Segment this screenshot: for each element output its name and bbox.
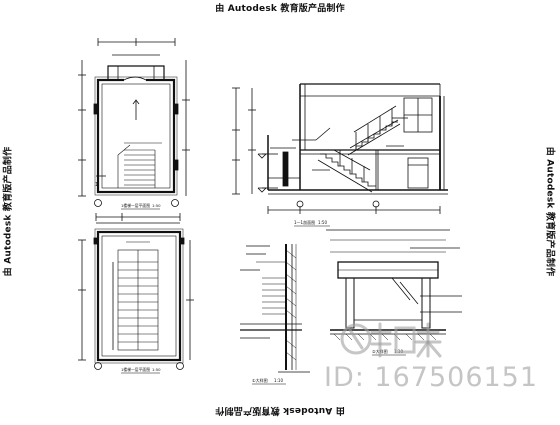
section-title: 1—1剖面图 [294, 219, 315, 225]
autodesk-stamp-left: 由 Autodesk 教育版产品制作 [3, 146, 14, 277]
watermark-logo-icon [340, 322, 442, 358]
stair-plan-lower: 1楼梯一层平面图 1:50 [78, 213, 194, 374]
watermark-id: ID: 167506151 [324, 362, 539, 393]
detail-left-scale: 1:10 [274, 378, 283, 383]
autodesk-stamp-bottom: 由 Autodesk 教育版产品制作 [215, 405, 345, 415]
autodesk-stamp-top: 由 Autodesk 教育版产品制作 [215, 4, 345, 14]
plan-lower-scale: 1:50 [152, 367, 161, 372]
detail-left: ①大样图 1:10 [240, 244, 310, 385]
svg-text:1: 1 [95, 182, 98, 188]
stair-plan-upper: 1 1楼梯一层平面图 1:50 [78, 38, 190, 210]
plan-upper-scale: 1:50 [152, 203, 161, 208]
detail-left-title: ①大样图 [252, 377, 268, 383]
section-scale: 1:50 [318, 220, 327, 225]
stair-section: 1—1剖面图 1:50 [232, 83, 448, 227]
plan-upper-title: 1楼梯一层平面图 [121, 203, 150, 208]
plan-lower-title: 1楼梯一层平面图 [121, 367, 150, 372]
autodesk-stamp-right: 由 Autodesk 教育版产品制作 [544, 146, 555, 277]
